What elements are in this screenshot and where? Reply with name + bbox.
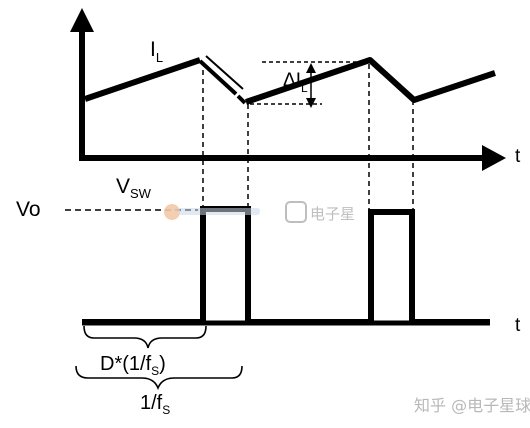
watermark-center-text: 电子星 [310,205,355,223]
ripple-arrowhead-up [306,63,316,73]
on-time-brace [83,325,207,349]
period-label-main: 1/f [140,392,163,414]
center-watermark: 电子星 [164,201,355,223]
on-time-label-suffix: ) [159,353,166,375]
top-time-axis-arrowhead [482,145,506,171]
on-time-label-sub: S [151,364,159,378]
period-label-sub: S [162,403,170,417]
watermark-logo-icon [285,201,307,223]
top-axis-time-label: t [515,146,521,167]
switch-voltage-label: VSW [116,175,152,201]
switch-voltage-label-sub: SW [130,186,152,201]
watermark-orange-dot-icon [164,204,180,220]
ripple-label-main: ΔI [283,70,301,91]
bottom-axis-time-label: t [515,315,521,336]
switch-voltage-waveform [82,206,490,325]
inductor-current-label-main: I [150,38,156,61]
switch-voltage-label-main: V [116,175,130,198]
inductor-current-label-sub: L [156,50,163,65]
ripple-label: ΔIL [283,70,308,95]
corner-watermark-text: 知乎 @电子星球 [414,396,530,415]
inductor-current-ramp-up [84,57,201,102]
period-brace [75,365,243,391]
inductor-current-label: IL [150,38,163,65]
vertical-axis-arrowhead [70,8,94,32]
inductor-current-ramp-down-break-left [198,59,238,96]
inductor-current-ramp-down-break-right [205,55,244,90]
period-label: 1/fS [140,392,170,417]
ripple-arrowhead-down [306,98,316,108]
inductor-current-ramp-down-tail [236,94,247,105]
on-time-label: D*(1/fS) [100,353,166,378]
watermark-blue-bar-icon [178,208,260,215]
ripple-label-sub: L [301,81,308,95]
output-voltage-label: Vo [16,198,41,221]
inductor-current-second-cycle [245,57,496,105]
on-time-label-prefix: D*(1/f [100,353,152,375]
